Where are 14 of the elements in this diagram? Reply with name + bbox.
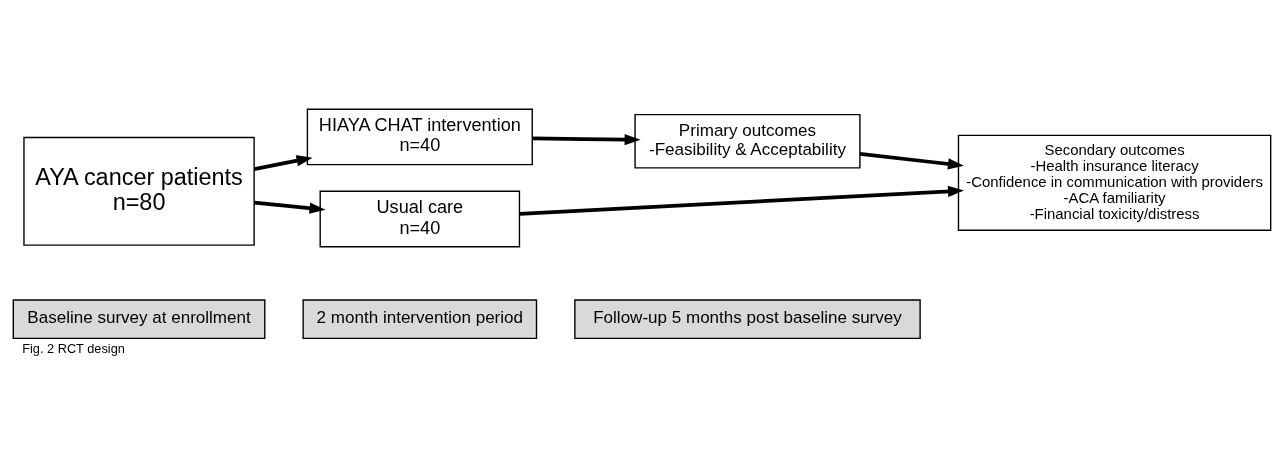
node-box: Secondary outcomes -Health insurance literacy -Confidence in communication with providers -ACA familiarity -Financial toxicity/distress [957, 134, 1272, 231]
arrow [519, 185, 964, 216]
node-box: Usual care n=40 [319, 190, 521, 247]
arrow [859, 151, 964, 170]
node-box: 2 month intervention period [302, 298, 538, 339]
node-box: Primary outcomes -Feasibility & Acceptability [634, 113, 861, 169]
node-box: Follow-up 5 months post baseline survey [574, 298, 921, 339]
caption: Fig. 2 RCT design [22, 340, 125, 356]
node-box: HIAYA CHAT intervention n=40 [306, 108, 533, 165]
arrow [254, 200, 326, 214]
arrow [253, 154, 313, 171]
node-box: Baseline survey at enrollment [12, 298, 266, 339]
arrow [532, 133, 641, 145]
node-box: AYA cancer patients n=80 [23, 136, 255, 246]
